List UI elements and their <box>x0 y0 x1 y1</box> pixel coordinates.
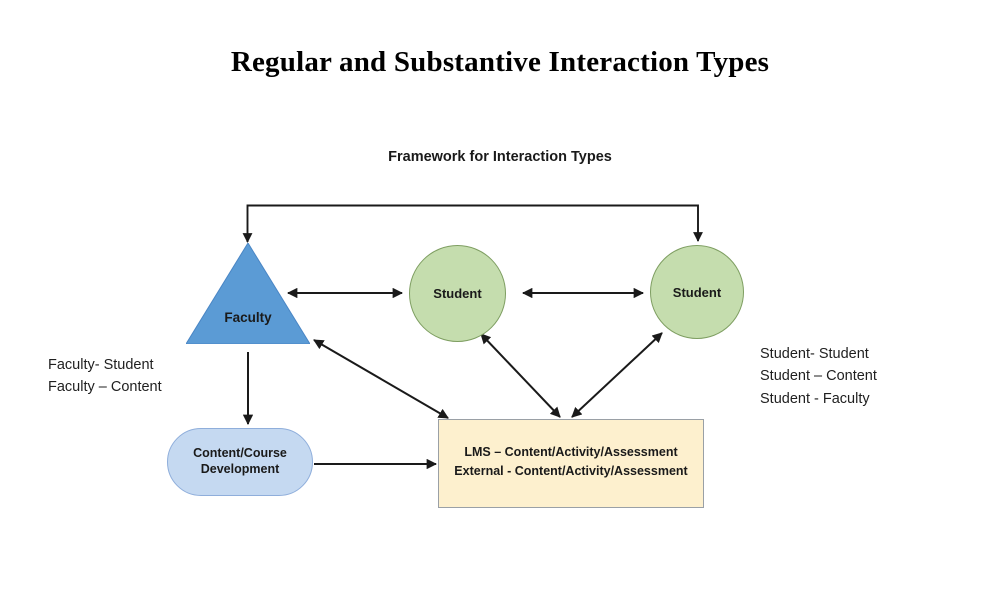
student-circle-1[interactable] <box>409 245 506 342</box>
diagram-subtitle: Framework for Interaction Types <box>388 149 612 165</box>
lms-box-shape[interactable] <box>438 419 704 508</box>
student-circle-2[interactable] <box>650 245 744 339</box>
connector-student1-lms <box>480 333 561 418</box>
page-title: Regular and Substantive Interaction Type… <box>230 46 770 78</box>
caption-left: Faculty- Student Faculty – Content <box>48 357 162 396</box>
content-course-development-shape[interactable] <box>167 428 313 496</box>
faculty-triangle-shape[interactable] <box>186 243 310 344</box>
connector-faculty-lms <box>313 339 449 419</box>
caption-right: Student- Student Student – Content Stude… <box>760 346 877 407</box>
connector-student2-lms <box>571 332 663 418</box>
connector-top-bracket <box>242 204 703 243</box>
